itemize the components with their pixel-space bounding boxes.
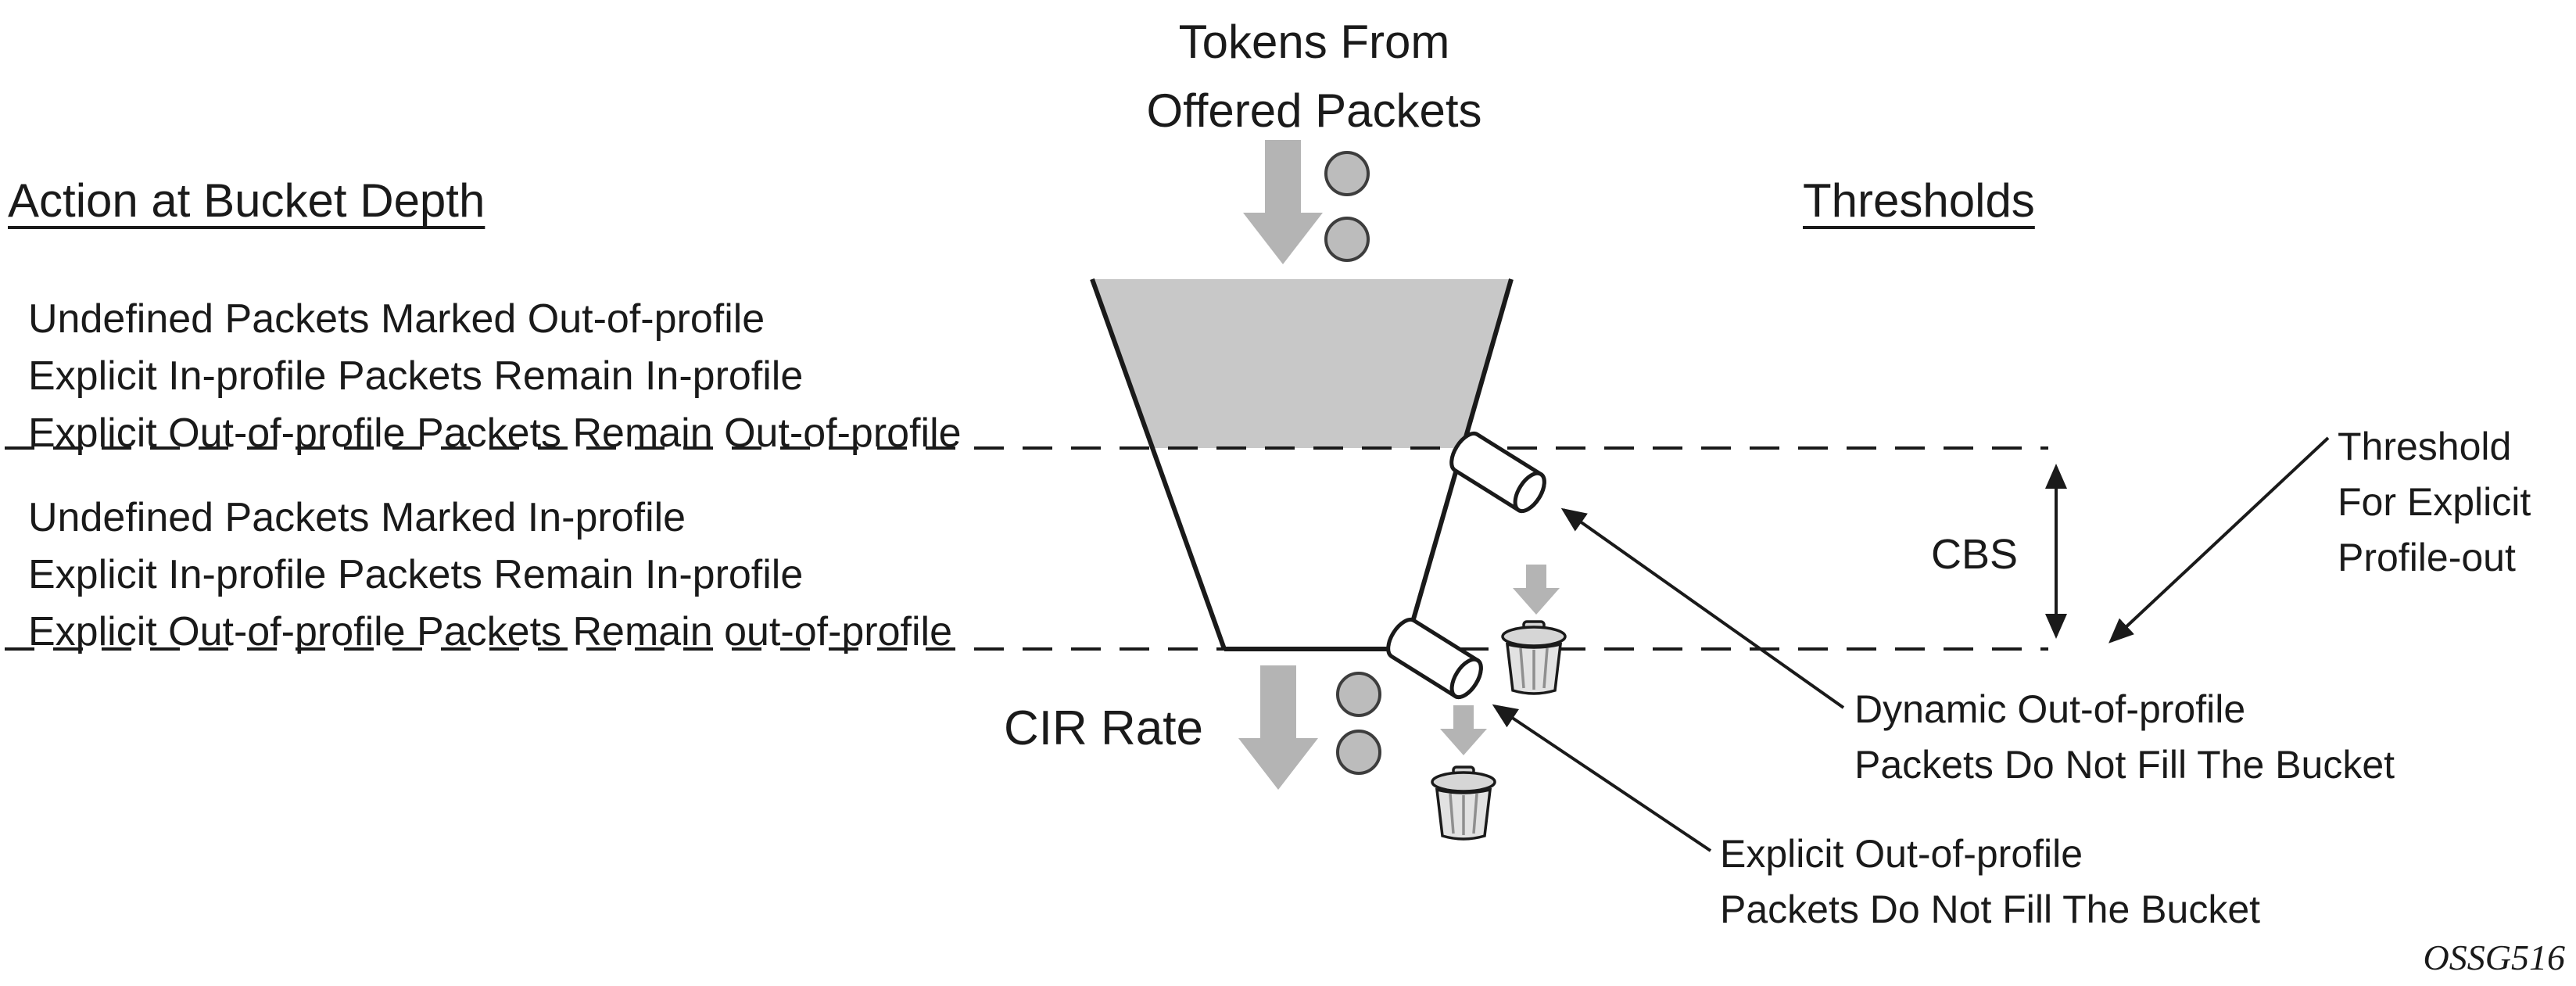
token-out-1-icon (1336, 672, 1381, 717)
figure-id: OSSG516 (2423, 938, 2565, 977)
upper-actions-line-1: Undefined Packets Marked Out-of-profile (28, 296, 765, 342)
cir-rate-arrow-icon (1238, 665, 1318, 790)
upper-actions-line-2: Explicit In-profile Packets Remain In-pr… (28, 353, 804, 399)
discard-arrow-dynamic-icon (1513, 565, 1560, 615)
upper-actions-line-3: Explicit Out-of-profile Packets Remain O… (28, 411, 962, 456)
bucket-upper-fill (1092, 279, 1511, 448)
cbs-label: CBS (1931, 531, 2019, 578)
diagram-title-line-1: Tokens From (1178, 16, 1450, 68)
discard-arrow-explicit-icon (1440, 705, 1487, 755)
diagram-title-line-2: Offered Packets (1146, 84, 1482, 137)
upper-actions-text: Undefined Packets Marked Out-of-profile … (28, 291, 962, 462)
dynamic-note-line-1: Dynamic Out-of-profile (1854, 687, 2246, 731)
heading-action-at-bucket-depth: Action at Bucket Depth (8, 174, 485, 227)
threshold-note-line-1: Threshold (2338, 425, 2512, 468)
tokens-in-arrow-icon (1243, 140, 1323, 264)
explicit-note: Explicit Out-of-profile Packets Do Not F… (1720, 826, 2260, 938)
threshold-note-line-2: For Explicit (2338, 480, 2531, 524)
explicit-callout-arrow (1492, 704, 1712, 852)
lower-actions-text: Undefined Packets Marked In-profile Expl… (28, 489, 952, 661)
dynamic-callout-arrow (1560, 507, 1845, 709)
lower-actions-line-2: Explicit In-profile Packets Remain In-pr… (28, 552, 804, 597)
dynamic-note-line-2: Packets Do Not Fill The Bucket (1854, 743, 2395, 787)
explicit-packet-cylinder-icon (1386, 618, 1483, 700)
lower-actions-line-3: Explicit Out-of-profile Packets Remain o… (28, 609, 953, 654)
trash-can-dynamic-icon (1501, 620, 1567, 695)
token-in-1-icon (1324, 151, 1370, 196)
heading-thresholds: Thresholds (1803, 174, 2035, 227)
dynamic-packet-cylinder-icon (1449, 432, 1546, 514)
trash-can-explicit-icon (1431, 765, 1496, 841)
explicit-note-line-1: Explicit Out-of-profile (1720, 832, 2083, 876)
explicit-note-line-2: Packets Do Not Fill The Bucket (1720, 887, 2261, 931)
token-in-2-icon (1324, 217, 1370, 262)
threshold-callout-arrow (2108, 436, 2330, 644)
threshold-note-line-3: Profile-out (2338, 536, 2516, 579)
token-out-2-icon (1336, 730, 1381, 775)
bucket-left-side (1090, 278, 1227, 651)
threshold-note: Threshold For Explicit Profile-out (2338, 419, 2531, 586)
dynamic-note: Dynamic Out-of-profile Packets Do Not Fi… (1854, 682, 2395, 793)
lower-actions-line-1: Undefined Packets Marked In-profile (28, 495, 686, 540)
diagram-title: Tokens From Offered Packets (1041, 8, 1588, 145)
cir-rate-label: CIR Rate (1004, 701, 1203, 755)
